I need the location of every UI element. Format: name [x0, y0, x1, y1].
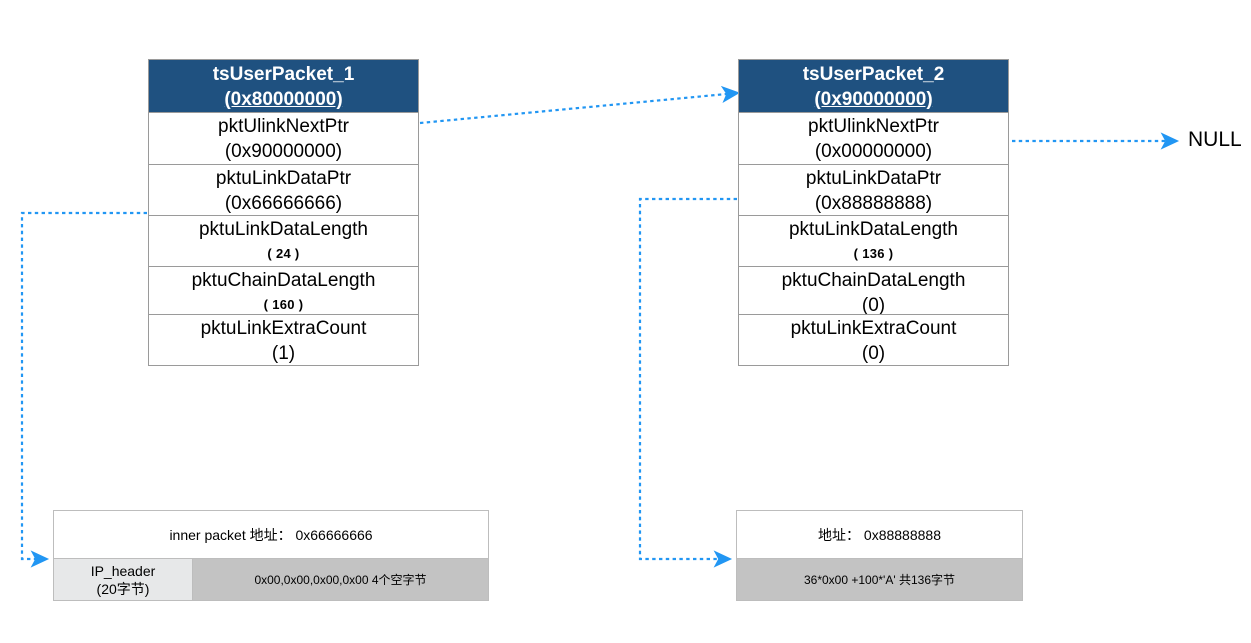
data-buffer-2[interactable]: 地址： 0x88888888 36*0x00 +100*'A' 共136字节	[736, 510, 1023, 601]
field-value: (0x66666666)	[224, 193, 343, 214]
data-buffer-1[interactable]: inner packet 地址： 0x66666666 IP_header (2…	[53, 510, 489, 601]
packet-struct-2[interactable]: tsUserPacket_2 (0x90000000) pktUlinkNext…	[738, 59, 1009, 366]
buffer-1-ip-header-segment: IP_header (20字节)	[54, 559, 193, 600]
null-label: NULL	[1188, 128, 1242, 151]
packet-2-field-pktuChainDataLength[interactable]: pktuChainDataLength (0)	[739, 266, 1008, 314]
packet-2-field-pktUlinkNextPtr[interactable]: pktUlinkNextPtr (0x00000000)	[739, 112, 1008, 164]
packet-1-field-pktuChainDataLength[interactable]: pktuChainDataLength ( 160 )	[149, 266, 418, 314]
field-label: pktuLinkDataPtr	[805, 168, 942, 189]
buffer-1-payload-segment: 0x00,0x00,0x00,0x00 4个空字节	[193, 559, 488, 600]
field-label: pktUlinkNextPtr	[808, 116, 939, 137]
packet-1-field-pktuLinkDataPtr[interactable]: pktuLinkDataPtr (0x66666666)	[149, 164, 418, 215]
packet-1-type-name: tsUserPacket_1	[212, 64, 355, 85]
field-value: ( 160 )	[263, 297, 304, 312]
packet-1-field-pktuLinkDataLength[interactable]: pktuLinkDataLength ( 24 )	[149, 215, 418, 266]
field-label: pktuLinkExtraCount	[790, 318, 957, 339]
packet-2-header: tsUserPacket_2 (0x90000000)	[739, 60, 1008, 112]
packet-2-address: (0x90000000)	[814, 89, 933, 110]
field-label: pktuChainDataLength	[191, 270, 376, 291]
packet-2-type-name: tsUserPacket_2	[802, 64, 945, 85]
packet-1-address: (0x80000000)	[224, 89, 343, 110]
buffer-2-payload-text: 36*0x00 +100*'A' 共136字节	[803, 572, 955, 587]
buffer-2-body: 36*0x00 +100*'A' 共136字节	[737, 558, 1022, 600]
packet-1-header: tsUserPacket_1 (0x80000000)	[149, 60, 418, 112]
field-label: pktuLinkDataPtr	[215, 168, 352, 189]
field-value: (1)	[271, 343, 296, 364]
field-label: pktuLinkExtraCount	[200, 318, 367, 339]
field-value: (0)	[861, 343, 886, 364]
field-value: (0x90000000)	[224, 141, 343, 162]
link-packet1-to-buffer1	[20, 211, 147, 568]
packet-struct-1[interactable]: tsUserPacket_1 (0x80000000) pktUlinkNext…	[148, 59, 419, 366]
link-packet2-to-buffer2	[638, 197, 737, 568]
field-label: pktuLinkDataLength	[198, 219, 368, 240]
buffer-1-payload-text: 0x00,0x00,0x00,0x00 4个空字节	[254, 572, 427, 587]
field-label: pktUlinkNextPtr	[218, 116, 349, 137]
packet-2-field-pktuLinkDataLength[interactable]: pktuLinkDataLength ( 136 )	[739, 215, 1008, 266]
link-packet1-to-packet2	[419, 85, 741, 125]
packet-1-field-pktuLinkExtraCount[interactable]: pktuLinkExtraCount (1)	[149, 314, 418, 365]
field-label: pktuChainDataLength	[781, 270, 966, 291]
field-value: (0x88888888)	[814, 193, 933, 214]
packet-1-field-pktUlinkNextPtr[interactable]: pktUlinkNextPtr (0x90000000)	[149, 112, 418, 164]
field-value: ( 136 )	[853, 246, 894, 261]
packet-2-field-pktuLinkExtraCount[interactable]: pktuLinkExtraCount (0)	[739, 314, 1008, 365]
buffer-2-payload-segment: 36*0x00 +100*'A' 共136字节	[737, 559, 1022, 600]
buffer-1-body: IP_header (20字节) 0x00,0x00,0x00,0x00 4个空…	[54, 558, 488, 600]
ip-header-label: IP_header	[90, 562, 156, 579]
ip-header-size: (20字节)	[96, 580, 150, 597]
field-value: ( 24 )	[267, 246, 300, 261]
field-label: pktuLinkDataLength	[788, 219, 958, 240]
packet-2-field-pktuLinkDataPtr[interactable]: pktuLinkDataPtr (0x88888888)	[739, 164, 1008, 215]
buffer-1-title: inner packet 地址： 0x66666666	[54, 511, 488, 558]
buffer-2-title: 地址： 0x88888888	[737, 511, 1022, 558]
field-value: (0x00000000)	[814, 141, 933, 162]
field-value: (0)	[861, 295, 886, 314]
